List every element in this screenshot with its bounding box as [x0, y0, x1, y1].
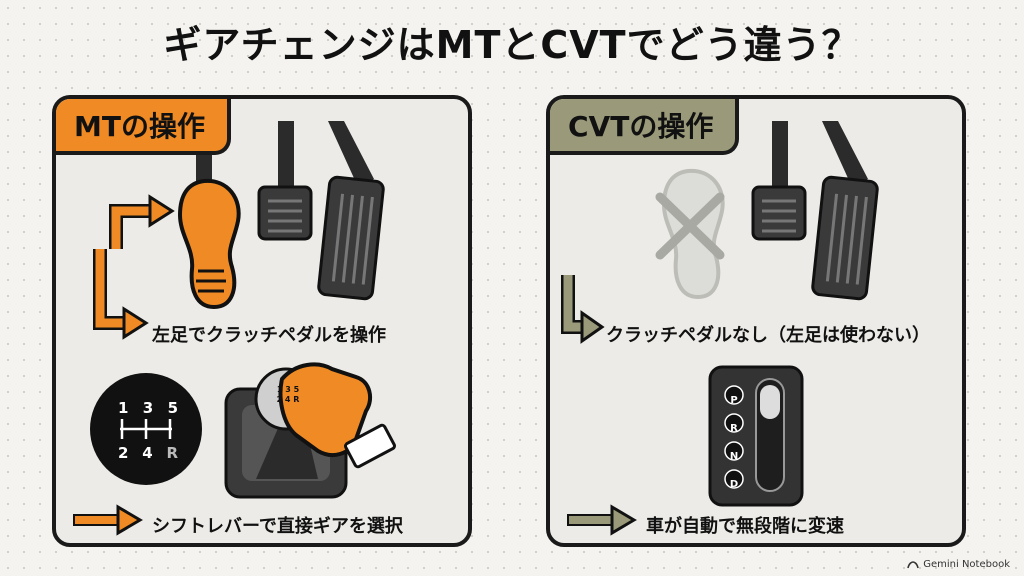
- brand-name: Gemini Notebook: [923, 559, 1010, 570]
- shift-gear-5: 5: [167, 399, 178, 417]
- gear-p: P: [730, 395, 738, 406]
- gear-selector-icon: [708, 365, 804, 507]
- cvt-illustration: [561, 121, 879, 536]
- knob-pattern: 1 3 5 2 4 R: [268, 385, 308, 405]
- knob-pattern-top: 1 3 5: [276, 385, 300, 394]
- shift-pattern-top: 1 3 5: [118, 399, 178, 417]
- cvt-shift-caption: 車が自動で無段階に変速: [646, 516, 844, 537]
- shift-arrow-icon: [73, 504, 143, 536]
- cvt-panel-tag: CVTの操作: [550, 99, 740, 155]
- no-left-foot-icon: [655, 168, 725, 300]
- shift-gear-1: 1: [118, 399, 129, 417]
- shift-gear-r: R: [166, 444, 178, 462]
- mt-panel: MTの操作 左足でクラッチペダルを操作 シフトレバーで直接ギアを選択 1 3 5…: [52, 95, 472, 547]
- gear-r: R: [730, 423, 738, 434]
- page-title: ギアチェンジはMTとCVTでどう違う？: [163, 23, 861, 67]
- brake-pedal-icon: [257, 121, 313, 241]
- mt-panel-tag: MTの操作: [56, 99, 231, 155]
- knob-pattern-bottom: 2 4 R: [276, 395, 300, 404]
- mt-shift-caption: シフトレバーで直接ギアを選択: [152, 516, 403, 537]
- pedal-arrow-icon: [93, 194, 175, 340]
- gear-n: N: [729, 451, 739, 462]
- shift-pattern-diagram: [90, 373, 202, 485]
- hand-icon: [278, 362, 396, 469]
- left-foot-icon: [177, 178, 241, 310]
- pedal-arrow-icon: [561, 275, 605, 344]
- shift-gear-2: 2: [118, 444, 129, 462]
- gear-d: D: [729, 479, 739, 490]
- shift-gear-4: 4: [142, 444, 153, 462]
- accelerator-pedal-icon: [811, 121, 879, 301]
- shift-gear-3: 3: [142, 399, 154, 417]
- gear-labels: P R N D: [725, 387, 743, 499]
- footer-brand: Gemini Notebook: [907, 559, 1010, 570]
- cvt-panel: CVTの操作 クラッチペダルなし（左足は使わない） 車が自動で無段階に変速 P …: [546, 95, 966, 547]
- brand-logo-icon: [907, 560, 920, 568]
- mt-illustration: [73, 121, 396, 536]
- auto-shift-arrow-icon: [567, 504, 637, 536]
- shift-pattern-bottom: 2 4 R: [118, 444, 178, 462]
- brake-pedal-icon: [751, 121, 807, 241]
- cvt-pedal-caption: クラッチペダルなし（左足は使わない）: [606, 325, 930, 346]
- mt-pedal-caption: 左足でクラッチペダルを操作: [152, 325, 386, 346]
- accelerator-pedal-icon: [317, 121, 385, 301]
